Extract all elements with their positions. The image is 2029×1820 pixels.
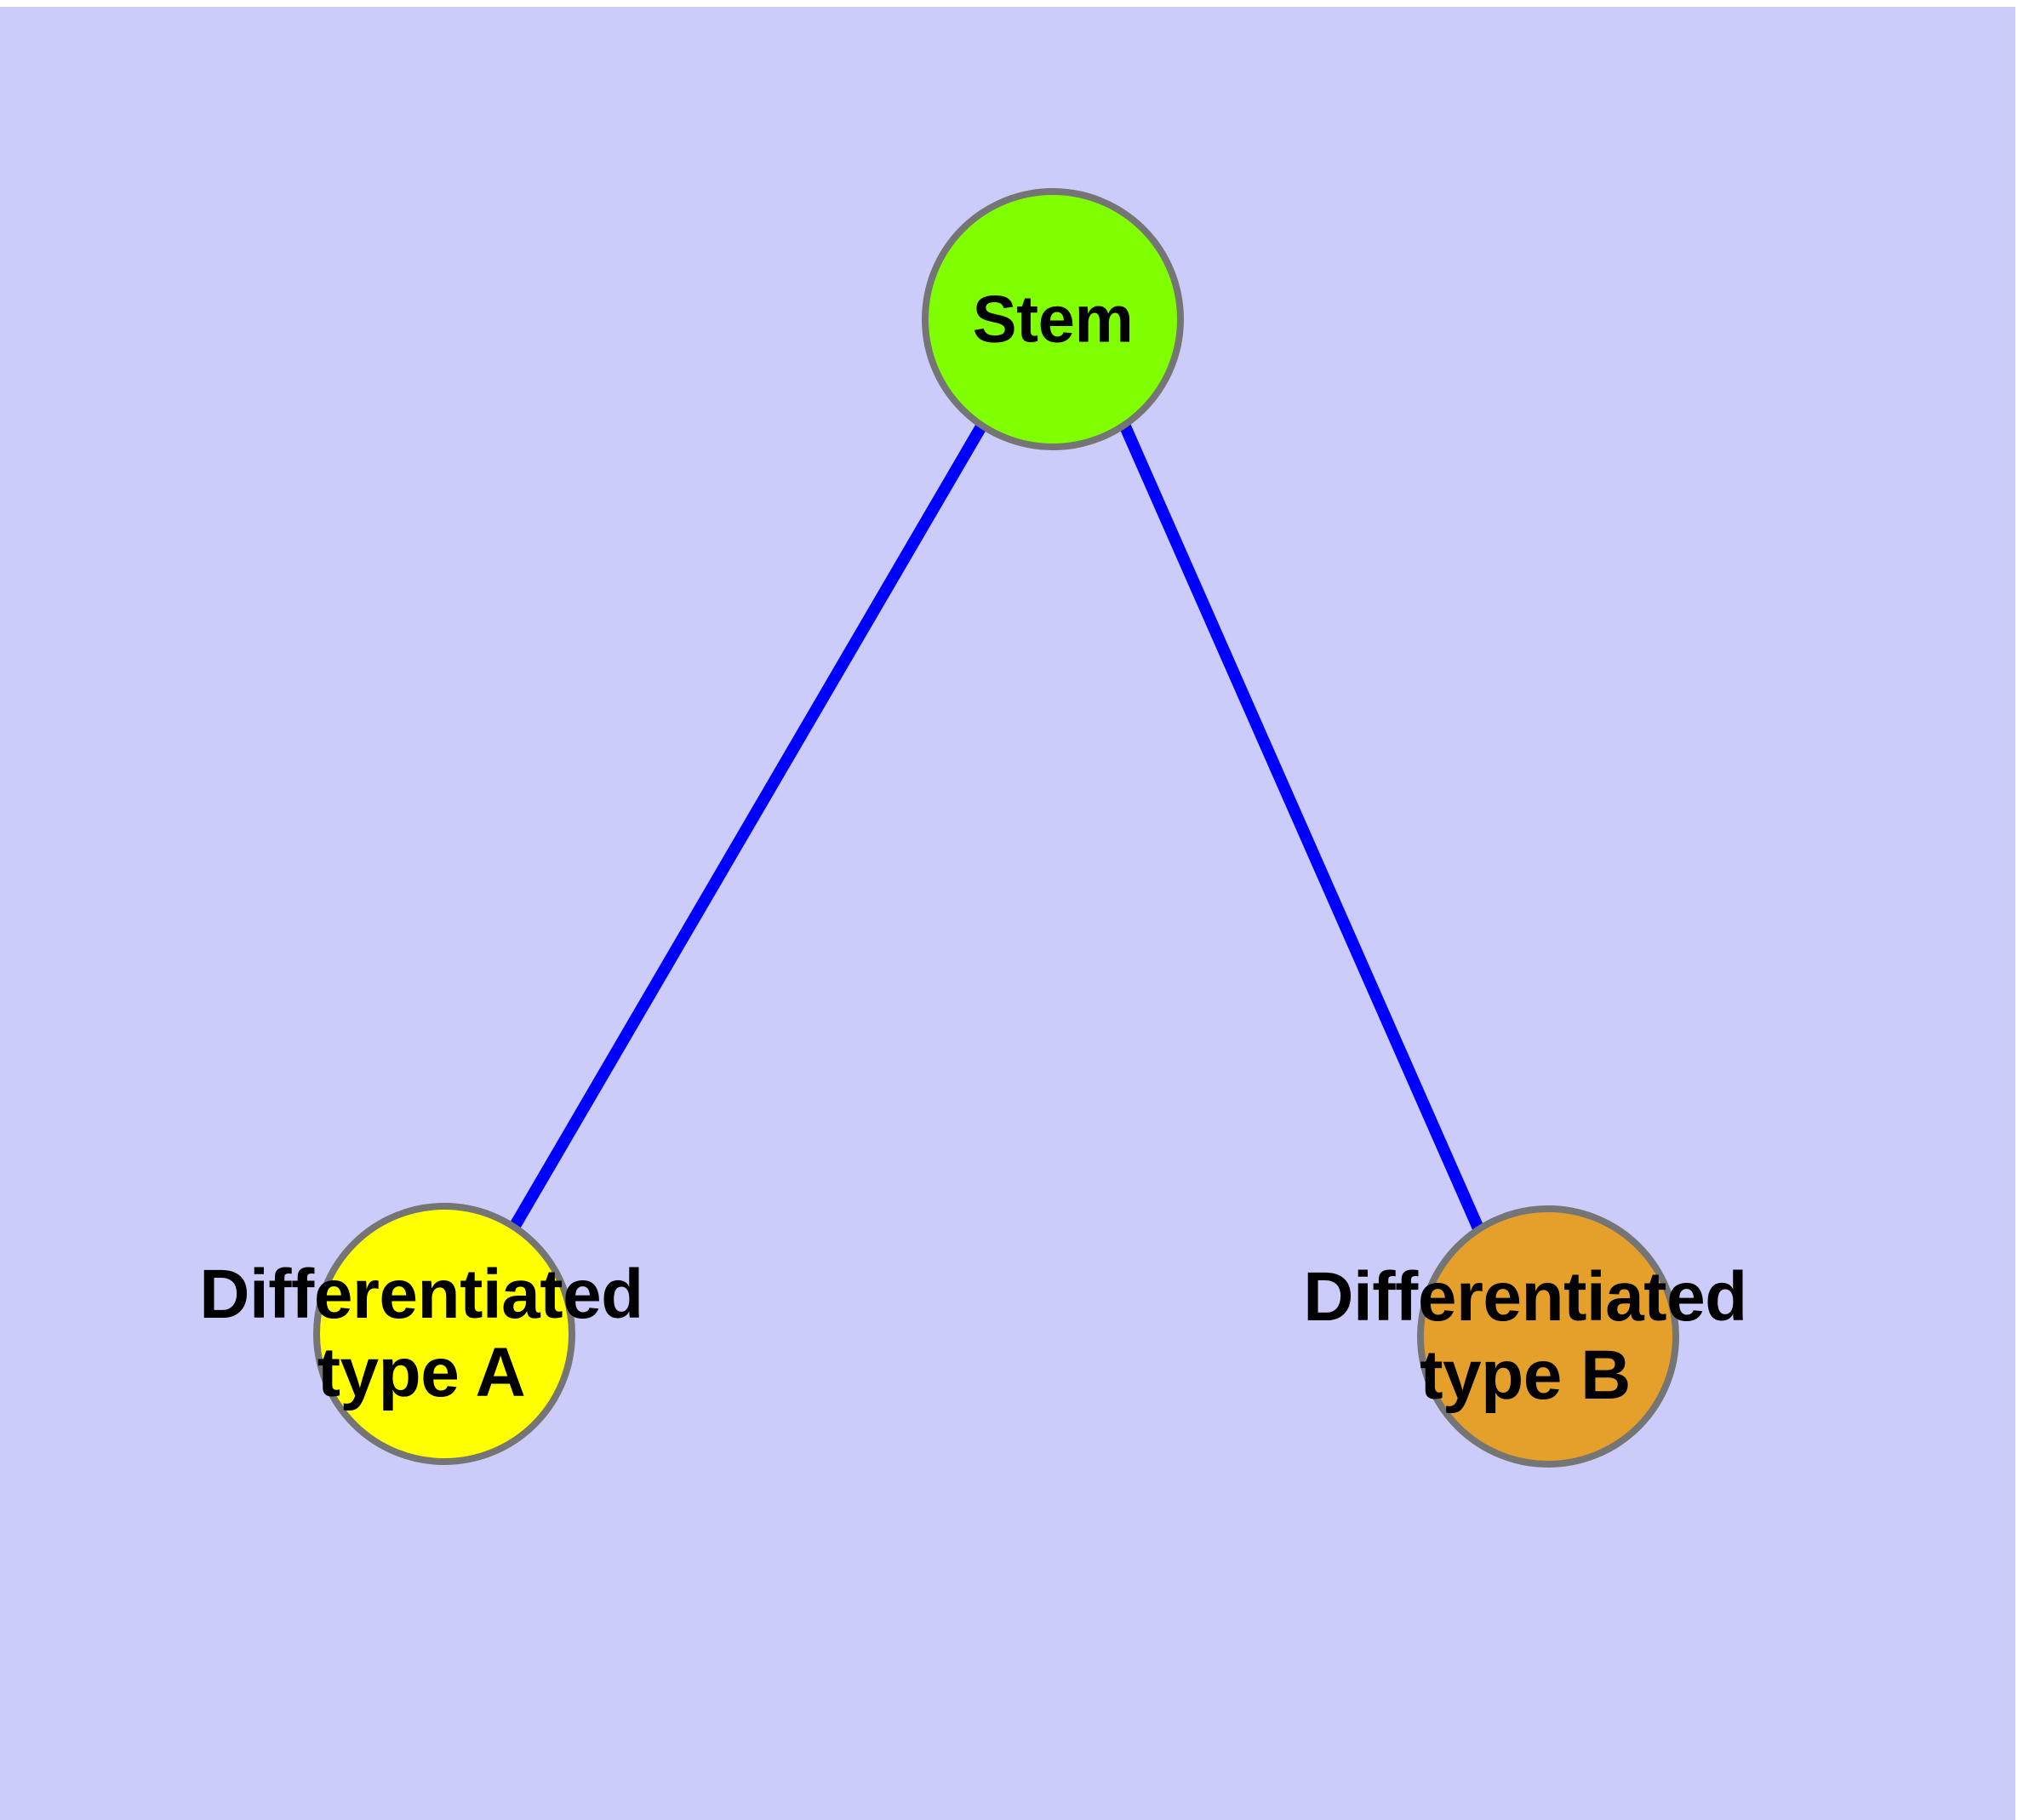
node-stem-circle[interactable] <box>922 188 1184 450</box>
node-diff-a-circle[interactable] <box>313 1203 575 1465</box>
node-layer <box>313 188 1679 1468</box>
edge-layer <box>509 423 1484 1231</box>
edge-stem-to-diff-b <box>1119 424 1484 1231</box>
node-diff-b-circle[interactable] <box>1417 1205 1679 1468</box>
edge-stem-to-diff-a <box>509 423 987 1229</box>
